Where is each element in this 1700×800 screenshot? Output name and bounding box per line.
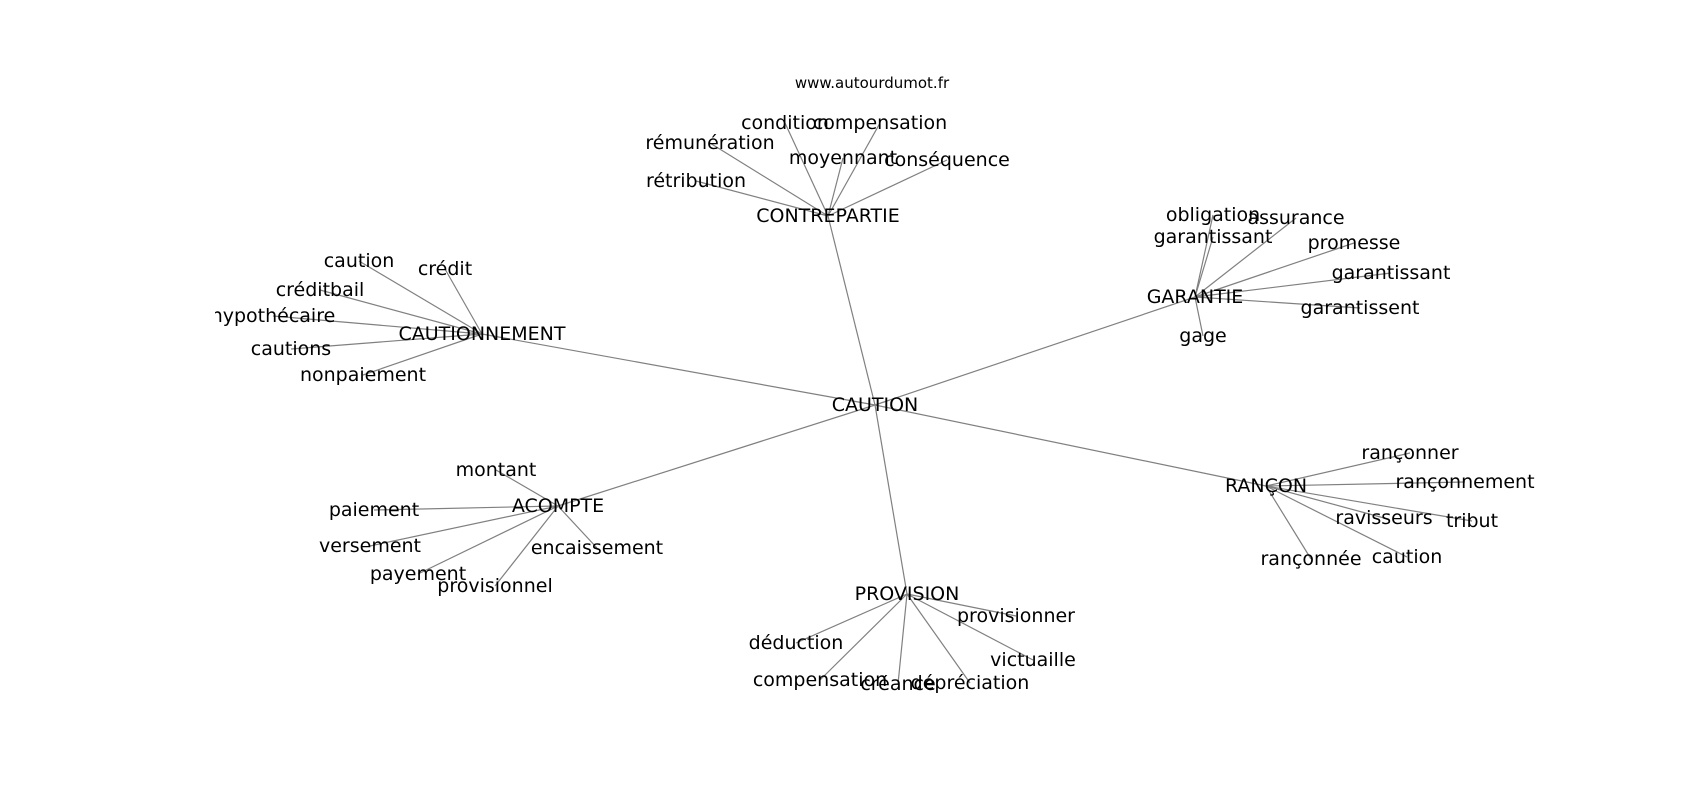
node-victuaille: victuaille — [990, 649, 1076, 671]
edge-cautionnement-caution_c — [358, 260, 483, 335]
edge-contrepartie-retribution — [695, 180, 829, 217]
node-credit: crédit — [418, 258, 472, 280]
edge-contrepartie-consequence — [827, 159, 948, 217]
node-provision: PROVISION — [855, 583, 960, 605]
edge-cautionnement-hypothecaire — [272, 315, 483, 335]
node-garantissant_b: garantissant — [1332, 262, 1451, 284]
edge-cautionnement-credit — [444, 268, 483, 335]
node-obligation: obligation — [1166, 204, 1260, 226]
edge-contrepartie-compensation_c — [827, 122, 881, 217]
edge-acompte-paiement — [373, 505, 559, 511]
edge-caution_root-garantie — [874, 296, 1196, 406]
edge-rancon-ranconnement — [1265, 481, 1466, 487]
node-tribut: tribut — [1446, 510, 1498, 532]
node-encaissement: encaissement — [531, 537, 663, 559]
edge-cautionnement-cautions — [290, 333, 483, 350]
edge-provision-depreciation — [906, 593, 971, 684]
node-gage: gage — [1179, 325, 1226, 347]
node-remuneration: rémunération — [645, 132, 774, 154]
edge-acompte-encaissement — [557, 505, 598, 549]
edge-contrepartie-moyennant — [827, 157, 844, 217]
node-depreciation: dépréciation — [911, 672, 1030, 694]
edge-garantie-obligation — [1194, 214, 1214, 298]
node-creance: créance — [860, 673, 935, 695]
edge-rancon-ravisseurs — [1265, 485, 1385, 519]
edge-garantie-assurance — [1194, 217, 1297, 298]
node-versement: versement — [319, 535, 421, 557]
node-rancon: RANÇON — [1225, 475, 1307, 497]
node-contrepartie: CONTREPARTIE — [756, 205, 900, 227]
node-retribution: rétribution — [646, 170, 746, 192]
node-montant: montant — [456, 459, 537, 481]
edges-layer — [272, 122, 1473, 685]
node-cautionnement: CAUTIONNEMENT — [399, 323, 566, 345]
node-cautions: cautions — [251, 338, 331, 360]
node-deduction: déduction — [749, 632, 844, 654]
edge-rancon-tribut — [1265, 485, 1473, 522]
node-ranconner: rançonner — [1361, 442, 1458, 464]
node-caution_root: CAUTION — [832, 394, 919, 416]
node-ranconnement: rançonnement — [1395, 471, 1534, 493]
edge-provision-provisionner — [906, 593, 1017, 617]
node-caution_r: caution — [1372, 546, 1443, 568]
node-provisionnel: provisionnel — [437, 575, 552, 597]
edge-garantie-garantissant_a — [1194, 236, 1214, 298]
node-assurance: assurance — [1247, 207, 1344, 229]
node-hypothecaire: hypothécaire — [211, 305, 336, 327]
edge-rancon-ranconnee — [1265, 485, 1312, 560]
edge-garantie-garantissant_b — [1194, 272, 1392, 298]
edge-garantie-garantissent — [1194, 296, 1361, 309]
node-acompte: ACOMPTE — [512, 495, 604, 517]
node-moyennant: moyennant — [789, 147, 897, 169]
node-consequence: conséquence — [884, 149, 1010, 171]
node-condition: condition — [741, 112, 829, 134]
source-url: www.autourdumot.fr — [795, 74, 950, 92]
edge-acompte-versement — [369, 505, 559, 547]
edge-caution_root-provision — [874, 404, 908, 595]
edge-acompte-provisionnel — [494, 505, 559, 587]
edge-provision-creance — [897, 593, 908, 685]
node-garantie: GARANTIE — [1147, 286, 1244, 308]
node-ravisseurs: ravisseurs — [1335, 507, 1432, 529]
labels-layer: CAUTION CONTREPARTIE GARANTIE CAUTIONNEMENT… — [211, 112, 1535, 695]
node-creditbail: créditbail — [276, 279, 365, 301]
edge-acompte-montant — [495, 469, 559, 507]
edge-provision-deduction — [795, 593, 908, 644]
edge-contrepartie-remuneration — [709, 142, 829, 217]
node-caution_c: caution — [324, 250, 395, 272]
edge-cautionnement-nonpaiement — [362, 333, 483, 376]
node-promesse: promesse — [1308, 232, 1401, 254]
edge-cautionnement-creditbail — [319, 289, 483, 335]
node-compensation_c: compensation — [813, 112, 947, 134]
edge-rancon-ranconner — [1265, 452, 1411, 487]
edge-rancon-caution_r — [1265, 485, 1408, 558]
node-nonpaiement: nonpaiement — [300, 364, 426, 386]
edge-provision-compensation_p — [819, 593, 908, 681]
node-garantissant_a: garantissant — [1154, 226, 1273, 248]
node-payement: payement — [370, 563, 466, 585]
edge-acompte-payement — [417, 505, 559, 575]
node-garantissent: garantissent — [1301, 297, 1420, 319]
node-paiement: paiement — [329, 499, 419, 521]
edge-contrepartie-condition — [784, 122, 829, 217]
edge-caution_root-rancon — [874, 404, 1267, 487]
node-provisionner: provisionner — [957, 605, 1075, 627]
node-compensation_p: compensation — [753, 669, 887, 691]
edge-caution_root-cautionnement — [481, 333, 876, 406]
edge-caution_root-acompte — [557, 404, 876, 507]
node-ranconnee: rançonnée — [1260, 548, 1361, 570]
edge-provision-victuaille — [906, 593, 1034, 661]
edge-garantie-promesse — [1194, 242, 1355, 298]
edge-garantie-gage — [1194, 296, 1204, 337]
edge-caution_root-contrepartie — [827, 215, 876, 406]
